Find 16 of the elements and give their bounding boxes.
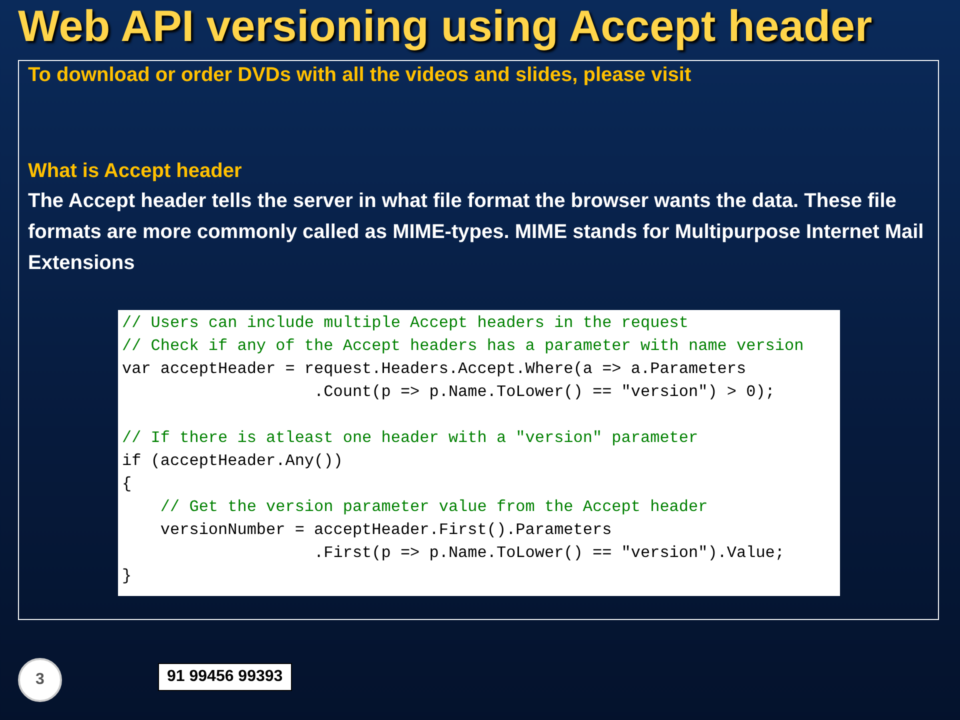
code-line: versionNumber = acceptHeader.First().Parameters: [159, 521, 612, 539]
slide-title: Web API versioning using Accept header: [18, 2, 872, 52]
code-line: if (acceptHeader.Any()): [122, 452, 343, 470]
code-line: }: [122, 567, 132, 585]
code-comment: // Get the version parameter value from the Accept header: [159, 498, 708, 516]
code-comment: // Users can include multiple Accept headers in the request: [122, 314, 688, 332]
body-paragraph: The Accept header tells the server in what file format the browser wants the data. These file formats are more commonly called as MIME-types. MIME stands for Multipurpose Internet Mail Extensions: [28, 189, 925, 276]
code-line: var acceptHeader = request.Headers.Accept.Where(a => a.Parameters: [122, 360, 746, 378]
code-line: {: [122, 475, 132, 493]
contact-text: 91 99456 99393: [158, 663, 292, 691]
code-line: .First(p => p.Name.ToLower() == "version").Value;: [313, 544, 785, 562]
code-comment: // If there is atleast one header with a "version" parameter: [122, 429, 698, 447]
code-line: .Count(p => p.Name.ToLower() == "version") > 0);: [313, 383, 775, 401]
intro-text: To download or order DVDs with all the videos and slides, please visit: [28, 64, 692, 87]
section-heading: What is Accept header: [28, 160, 242, 183]
code-comment: // Check if any of the Accept headers has a parameter with name version: [122, 337, 804, 355]
